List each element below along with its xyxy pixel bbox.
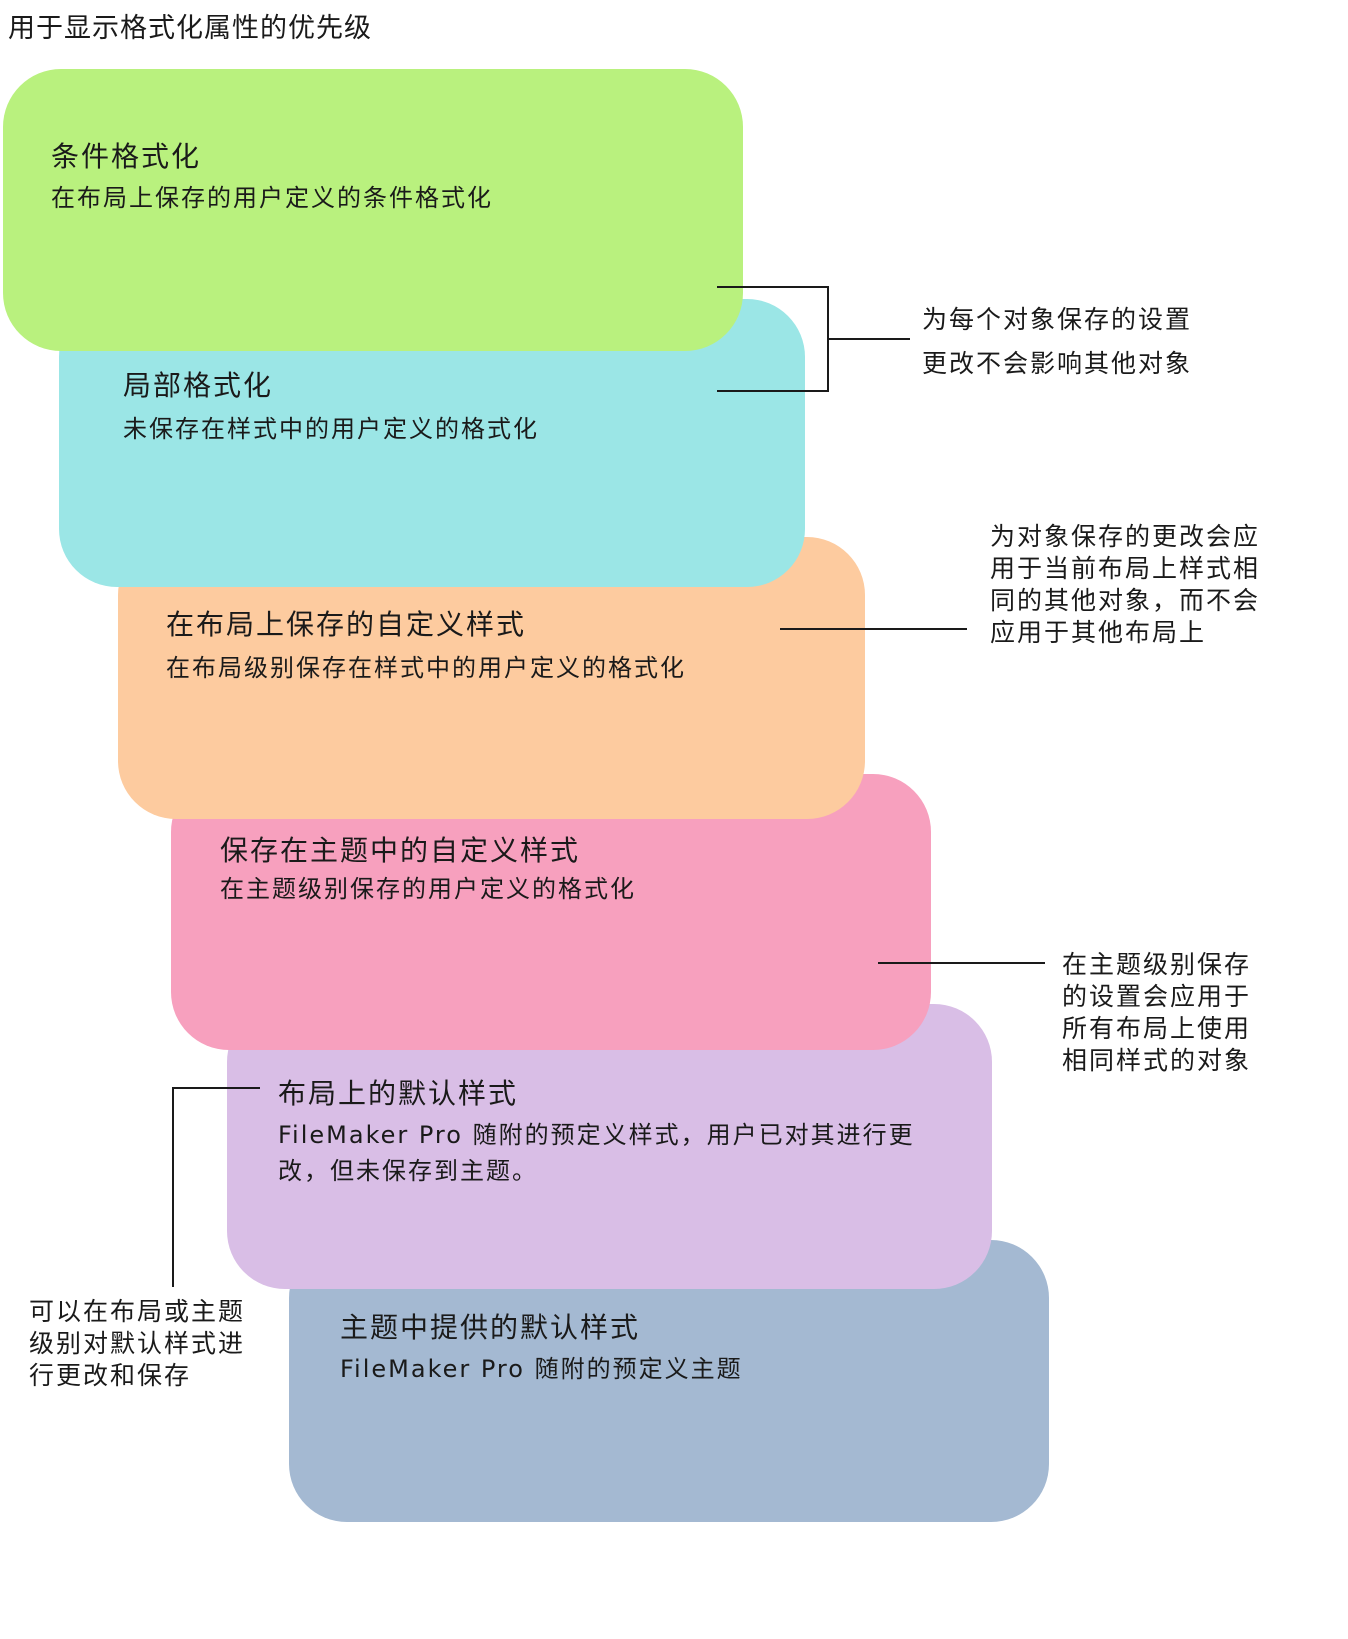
conditional-format-title: 条件格式化: [51, 140, 202, 173]
theme-default-title: 主题中提供的默认样式: [340, 1311, 641, 1344]
layout-note-line: 为对象保存的更改会应: [990, 522, 1261, 551]
layout-default-box: 布局上的默认样式 FileMaker Pro 随附的预定义样式，用户已对其进行更…: [227, 1004, 992, 1289]
defaults-note-line: 行更改和保存: [29, 1361, 192, 1390]
local-format-title: 局部格式化: [123, 369, 274, 402]
layout-custom-title: 在布局上保存的自定义样式: [166, 608, 527, 641]
theme-note: 在主题级别保存 的设置会应用于 所有布局上使用 相同样式的对象: [1062, 949, 1251, 1077]
layout-note-line: 用于当前布局上样式相: [990, 554, 1261, 583]
page-title: 用于显示格式化属性的优先级: [8, 13, 372, 44]
theme-note-line: 在主题级别保存: [1062, 950, 1252, 979]
bracket-connector: [717, 286, 829, 392]
theme-default-desc: FileMaker Pro 随附的预定义主题: [340, 1355, 743, 1383]
theme-custom-box: 保存在主题中的自定义样式 在主题级别保存的用户定义的格式化: [171, 774, 931, 1050]
defaults-note-line: [172, 1087, 260, 1287]
conditional-format-box: 条件格式化 在布局上保存的用户定义的条件格式化: [3, 69, 743, 351]
defaults-note: 可以在布局或主题 级别对默认样式进 行更改和保存: [29, 1296, 245, 1392]
local-format-desc: 未保存在样式中的用户定义的格式化: [123, 415, 539, 443]
per-object-note: 为每个对象保存的设置 更改不会影响其他对象: [922, 298, 1192, 386]
defaults-note-line: 可以在布局或主题: [29, 1297, 246, 1326]
layout-custom-desc: 在布局级别保存在样式中的用户定义的格式化: [166, 654, 686, 682]
per-object-note-line: 为每个对象保存的设置: [922, 305, 1193, 334]
per-object-note-line: 更改不会影响其他对象: [922, 349, 1193, 378]
layout-note: 为对象保存的更改会应 用于当前布局上样式相 同的其他对象，而不会 应用于其他布局…: [990, 521, 1260, 649]
theme-custom-desc: 在主题级别保存的用户定义的格式化: [220, 875, 636, 903]
defaults-note-line: 级别对默认样式进: [29, 1329, 246, 1358]
layout-note-line: 应用于其他布局上: [990, 618, 1207, 647]
theme-note-line: 所有布局上使用: [1062, 1014, 1252, 1043]
conditional-format-desc: 在布局上保存的用户定义的条件格式化: [51, 184, 493, 212]
layout-default-title: 布局上的默认样式: [278, 1077, 519, 1110]
theme-note-line: 的设置会应用于: [1062, 982, 1252, 1011]
theme-custom-title: 保存在主题中的自定义样式: [220, 834, 581, 867]
layout-default-desc-line-1: FileMaker Pro 随附的预定义样式，用户已对其进行更: [278, 1121, 915, 1149]
layout-note-line: 同的其他对象，而不会: [990, 586, 1261, 615]
layout-default-desc-line-2: 改，但未保存到主题。: [278, 1157, 538, 1185]
theme-note-line: 相同样式的对象: [1062, 1046, 1252, 1075]
